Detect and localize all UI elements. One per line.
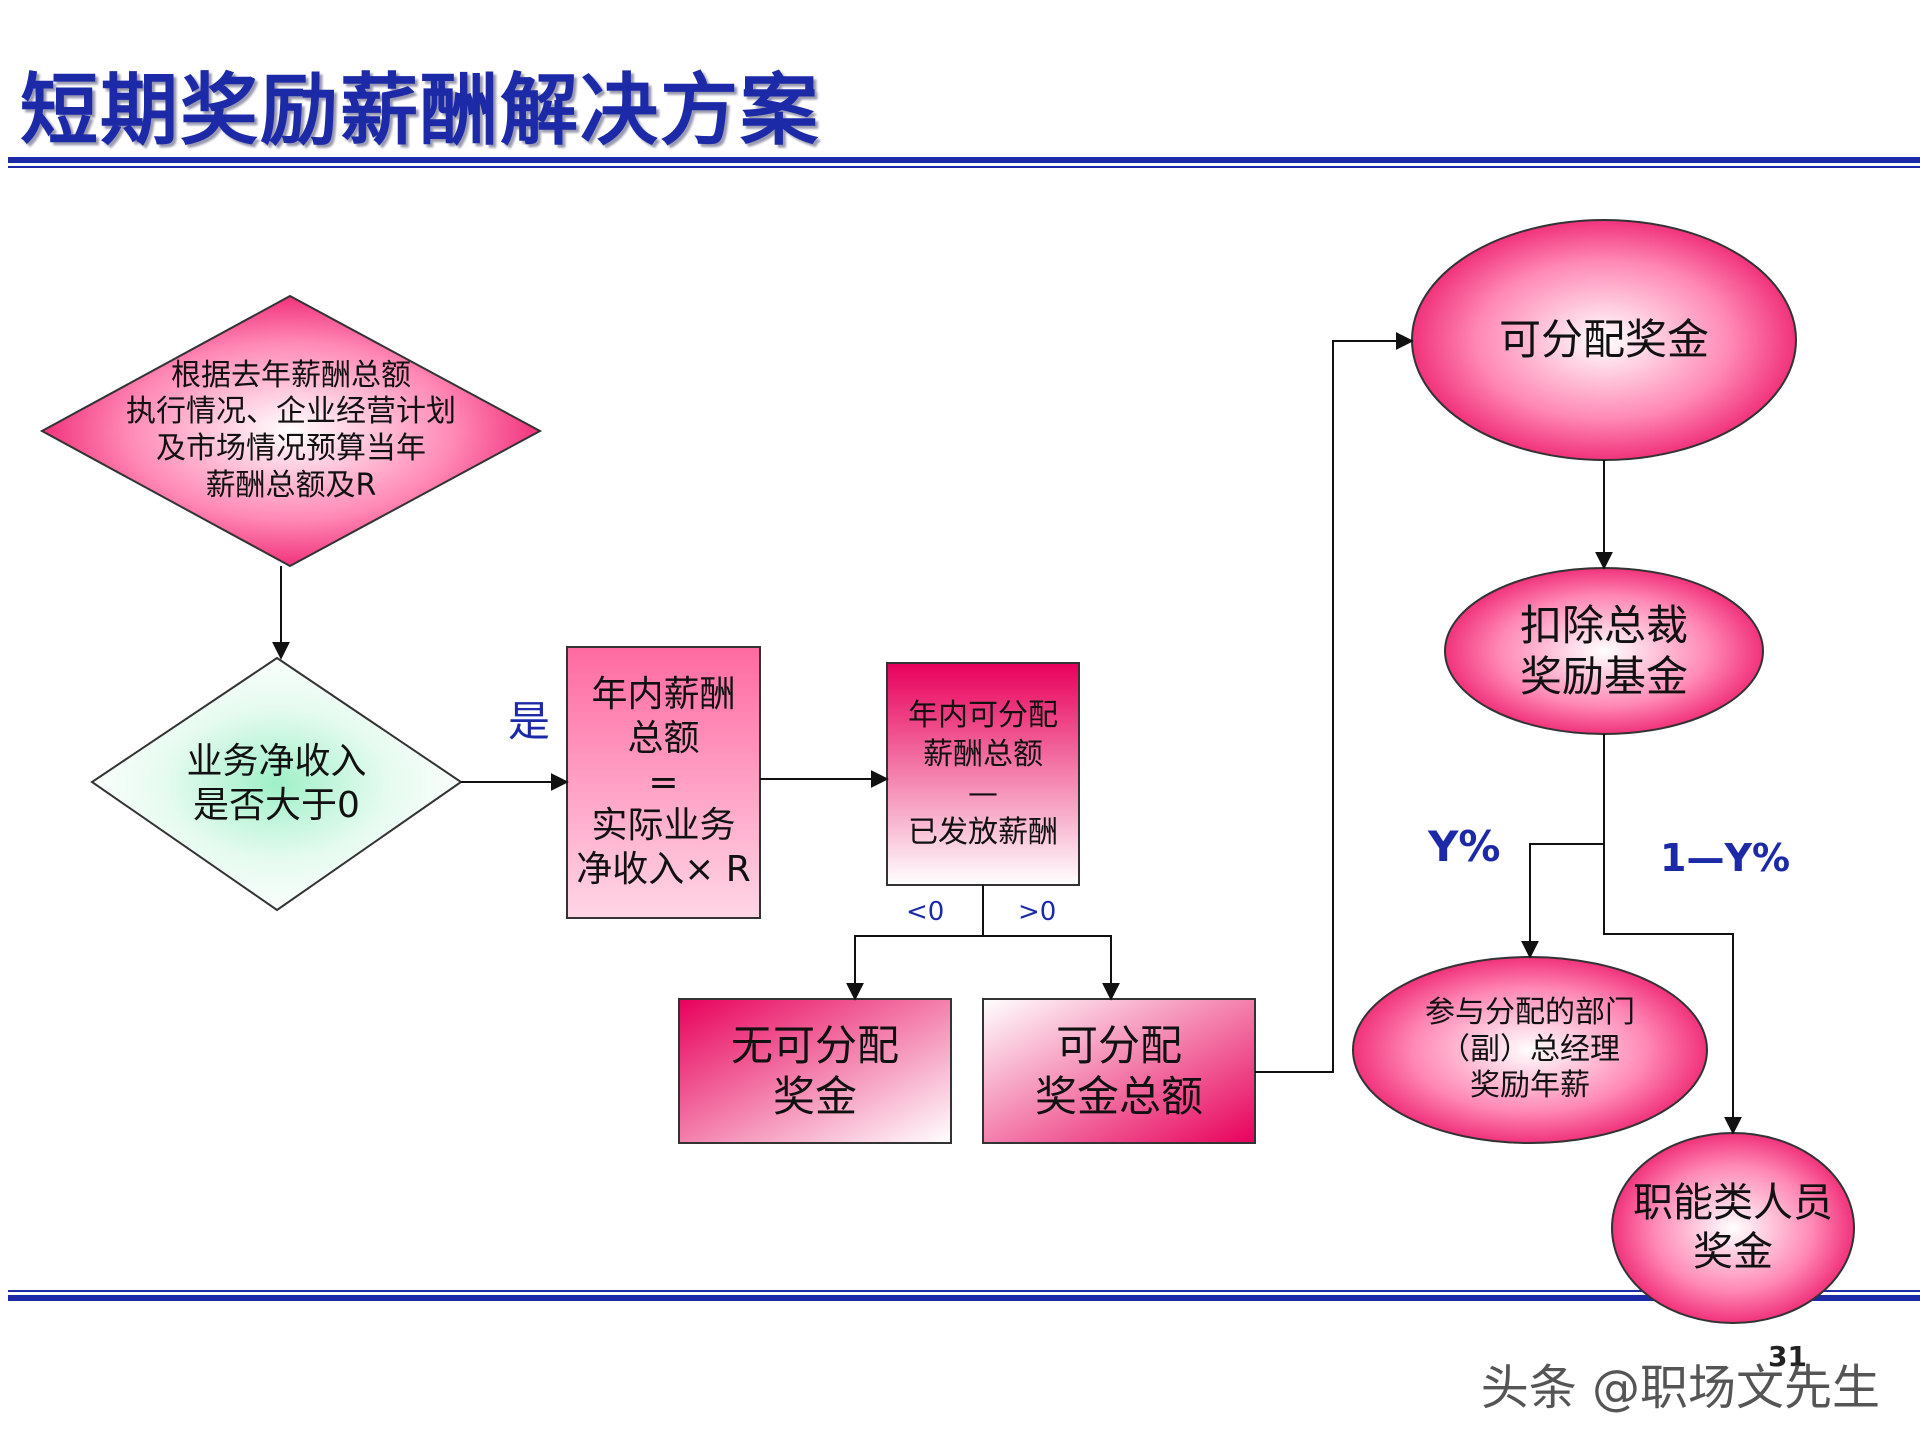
budget-diamond: [39, 294, 543, 568]
functional-staff-label: 职能类人员奖金: [1633, 1180, 1833, 1275]
deduct-ceo-label: 扣除总裁奖励基金: [1519, 600, 1688, 701]
budget-label: 根据去年薪酬总额执行情况、企业经营计划及市场情况预算当年薪酬总额及R: [126, 357, 456, 503]
distributable-bonus-label: 可分配奖金: [1498, 315, 1709, 365]
edge-label-one-minus-y: 1—Y%: [1660, 836, 1791, 880]
header-rule-thin: [8, 166, 1920, 168]
annual-total-box: [566, 646, 761, 919]
distributable-total-box: [886, 662, 1080, 886]
footer-rule-thick: [8, 1295, 1920, 1301]
decision-label: 业务净收入是否大于0: [186, 741, 367, 826]
dept-managers-label: 参与分配的部门（副）总经理奖励年薪: [1425, 995, 1635, 1104]
edge-label-greater-than-zero: >0: [1018, 897, 1057, 927]
arrow-bonus-total-to-distributable-bonus: [1255, 332, 1414, 1073]
edge-label-yes: 是: [508, 697, 551, 746]
page-number: 31: [1768, 1340, 1807, 1373]
footer-rule-thin: [8, 1290, 1920, 1292]
decision-diamond: [90, 656, 463, 912]
watermark: 头条 @职场文先生: [1480, 1360, 1880, 1416]
no-bonus-box: [678, 998, 952, 1144]
header-rule-thick: [8, 157, 1920, 163]
edge-label-less-than-zero: <0: [906, 897, 945, 927]
arrow-to-bonus-total: [983, 935, 1120, 1001]
arrow-to-no-bonus: [846, 935, 983, 1001]
annual-total-label: 年内薪酬总额=实际业务净收入× R: [576, 673, 751, 891]
edge-label-y-percent: Y%: [1428, 822, 1501, 871]
bonus-total-label: 可分配奖金总额: [1034, 1020, 1203, 1121]
page-title: 短期奖励薪酬解决方案: [20, 66, 821, 156]
no-bonus-label: 无可分配奖金: [730, 1020, 899, 1121]
arrow-to-dept-managers: [1521, 843, 1604, 959]
distributable-total-label: 年内可分配薪酬总额—已发放薪酬: [908, 698, 1058, 850]
bonus-total-box: [982, 998, 1256, 1144]
arrow-to-functional-staff: [1603, 844, 1742, 1135]
